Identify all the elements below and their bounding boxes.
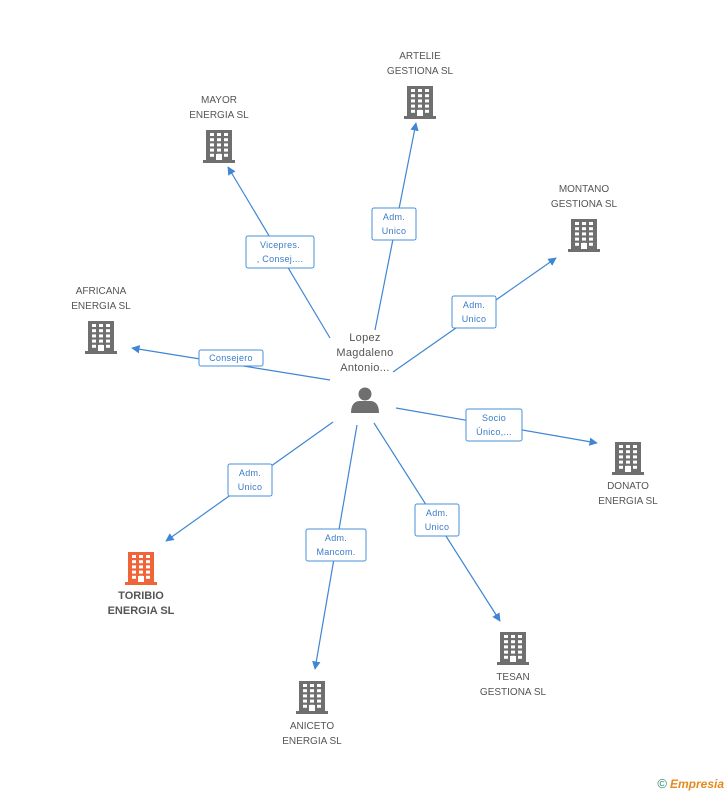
- building-icon[interactable]: [497, 632, 529, 665]
- relation-box: [371, 207, 417, 241]
- company-name-line[interactable]: AFRICANA: [76, 286, 127, 297]
- copyright-icon: ©: [657, 776, 667, 791]
- relation-box: [198, 349, 264, 367]
- relation-text: Adm.: [463, 300, 485, 310]
- building-icon[interactable]: [404, 86, 436, 119]
- building-icon[interactable]: [125, 552, 157, 585]
- company-name-line[interactable]: ENERGIA SL: [598, 496, 658, 507]
- company-node-africana[interactable]: AFRICANA ENERGIA SL: [71, 286, 131, 354]
- relation-text: Adm.: [383, 212, 405, 222]
- company-name-line[interactable]: ENERGIA SL: [71, 301, 131, 312]
- relation-label-aniceto[interactable]: Adm. Mancom.: [305, 528, 367, 562]
- relation-box: [414, 503, 460, 537]
- person-name-line[interactable]: Magdaleno: [336, 347, 393, 359]
- relation-text: Socio: [482, 413, 506, 423]
- person-icon[interactable]: [351, 387, 379, 414]
- relation-box: [465, 408, 523, 442]
- relation-label-toribio[interactable]: Adm. Unico: [227, 463, 273, 497]
- building-icon[interactable]: [568, 219, 600, 252]
- relation-label-artelie[interactable]: Adm. Unico: [371, 207, 417, 241]
- relation-text: Adm.: [426, 508, 448, 518]
- company-node-donato[interactable]: DONATO ENERGIA SL: [598, 442, 658, 507]
- company-name-line[interactable]: ANICETO: [290, 721, 334, 732]
- company-node-montano[interactable]: MONTANO GESTIONA SL: [551, 184, 618, 252]
- company-name-line[interactable]: ARTELIE: [399, 51, 441, 62]
- company-name-line[interactable]: ENERGIA SL: [108, 605, 175, 617]
- company-node-aniceto[interactable]: ANICETO ENERGIA SL: [282, 681, 342, 747]
- brand-logo[interactable]: Empresia: [669, 777, 724, 791]
- footer-brand: ©Empresia: [657, 776, 724, 791]
- relation-text: Consejero: [209, 353, 253, 363]
- company-node-tesan[interactable]: TESAN GESTIONA SL: [480, 632, 547, 698]
- relation-text: Mancom.: [316, 547, 355, 557]
- person-name-line[interactable]: Antonio...: [340, 362, 389, 374]
- company-name-line[interactable]: ENERGIA SL: [189, 110, 249, 121]
- relation-label-mayor[interactable]: Vicepres. , Consej....: [245, 235, 315, 269]
- company-name-line[interactable]: GESTIONA SL: [480, 687, 547, 698]
- relation-text: Adm.: [239, 468, 261, 478]
- relation-text: Unico: [462, 314, 487, 324]
- building-icon[interactable]: [612, 442, 644, 475]
- building-icon[interactable]: [85, 321, 117, 354]
- relation-text: , Consej....: [257, 254, 304, 264]
- company-name-line[interactable]: MAYOR: [201, 95, 237, 106]
- company-name-line[interactable]: GESTIONA SL: [387, 66, 454, 77]
- relation-label-africana[interactable]: Consejero: [198, 349, 264, 367]
- company-node-mayor[interactable]: MAYOR ENERGIA SL: [189, 95, 249, 163]
- building-icon[interactable]: [203, 130, 235, 163]
- company-name-line[interactable]: DONATO: [607, 481, 649, 492]
- relation-label-montano[interactable]: Adm. Unico: [451, 295, 497, 329]
- relation-label-donato[interactable]: SocioÚnico,...: [465, 408, 523, 442]
- company-name-line[interactable]: TESAN: [496, 672, 529, 683]
- company-node-toribio[interactable]: TORIBIO ENERGIA SL: [108, 552, 175, 617]
- relation-box: [245, 235, 315, 269]
- relation-box: [227, 463, 273, 497]
- company-name-line[interactable]: GESTIONA SL: [551, 199, 618, 210]
- company-name-line[interactable]: TORIBIO: [118, 590, 164, 602]
- nodes-layer: ARTELIE GESTIONA SL MAYOR ENERGIA SL MONTANO…: [71, 51, 658, 747]
- relation-text: Unico: [425, 522, 450, 532]
- center-person-node[interactable]: LopezMagdalenoAntonio...: [336, 332, 393, 413]
- relation-label-tesan[interactable]: Adm. Unico: [414, 503, 460, 537]
- relation-text: Unico: [382, 226, 407, 236]
- company-name-line[interactable]: MONTANO: [559, 184, 610, 195]
- building-icon[interactable]: [296, 681, 328, 714]
- person-name-line[interactable]: Lopez: [349, 332, 380, 344]
- relation-text: Único,...: [476, 427, 512, 437]
- company-node-artelie[interactable]: ARTELIE GESTIONA SL: [387, 51, 454, 119]
- relation-box: [451, 295, 497, 329]
- relation-text: Adm.: [325, 533, 347, 543]
- relation-text: Vicepres.: [260, 240, 300, 250]
- relation-text: Unico: [238, 482, 263, 492]
- company-name-line[interactable]: ENERGIA SL: [282, 736, 342, 747]
- relation-box: [305, 528, 367, 562]
